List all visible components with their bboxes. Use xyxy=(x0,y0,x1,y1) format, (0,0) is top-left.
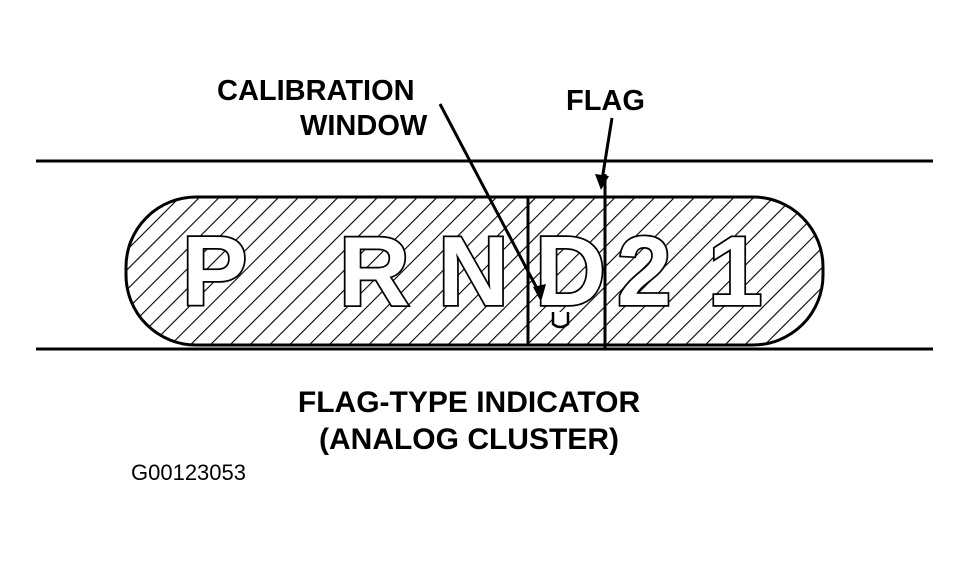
calibration-window-label-line1: CALIBRATION xyxy=(217,75,415,107)
gear-letter-1: 1 xyxy=(708,216,763,326)
gear-letter-d: D xyxy=(535,216,606,326)
caption-line2: (ANALOG CLUSTER) xyxy=(319,423,619,456)
gear-letter-2: 2 xyxy=(617,216,672,326)
caption-line1: FLAG-TYPE INDICATOR xyxy=(298,386,641,419)
flag-label: FLAG xyxy=(566,85,645,117)
flag-arrowhead xyxy=(595,174,609,190)
d-marker-tab xyxy=(551,312,570,329)
calibration-window-leader xyxy=(438,103,543,297)
gear-letters: P R N D 2 1 xyxy=(180,214,764,328)
gear-letter-n: N xyxy=(438,216,509,326)
prndl-indicator-band xyxy=(124,195,825,347)
gear-letter-r: R xyxy=(339,216,410,326)
flag-leader xyxy=(600,117,614,181)
gear-letter-p: P xyxy=(182,216,247,326)
figure-id: G00123053 xyxy=(131,460,246,485)
calibration-window-arrowhead xyxy=(533,284,546,302)
calibration-window-label-line2: WINDOW xyxy=(300,110,428,142)
